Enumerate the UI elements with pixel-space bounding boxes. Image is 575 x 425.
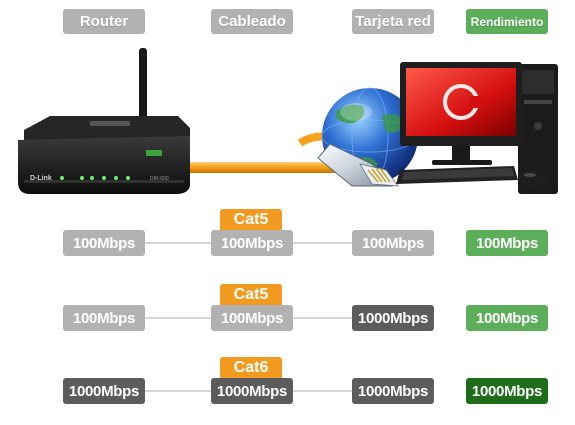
row-3-cabling-speed: 1000Mbps (211, 378, 293, 404)
row-2-nic-speed: 1000Mbps (352, 305, 434, 331)
header-cabling: Cableado (211, 9, 293, 34)
router-image: D-Link DIR-600 (18, 48, 190, 194)
row-3-cable-type-tag: Cat6 (220, 357, 282, 379)
row-2-router-speed: 100Mbps (63, 305, 145, 331)
router-brand: D-Link (30, 175, 52, 182)
desktop-computer-image (396, 62, 558, 194)
row-2-performance: 100Mbps (466, 305, 548, 331)
row-3-performance: 1000Mbps (466, 378, 548, 404)
row-3-router-speed: 1000Mbps (63, 378, 145, 404)
header-performance: Rendimiento (466, 9, 548, 34)
row-1-performance: 100Mbps (466, 230, 548, 256)
row-1-router-speed: 100Mbps (63, 230, 145, 256)
network-illustration: D-Link DIR-600 (18, 48, 558, 194)
rj45-connector-icon (317, 143, 399, 187)
row-1-cabling-speed: 100Mbps (211, 230, 293, 256)
row-2-cabling-speed: 100Mbps (211, 305, 293, 331)
header-nic: Tarjeta red (352, 9, 434, 34)
row-2-cable-type-tag: Cat5 (220, 284, 282, 306)
router-model: DIR-600 (150, 176, 169, 182)
row-1-cable-type-tag: Cat5 (220, 209, 282, 231)
row-3-nic-speed: 1000Mbps (352, 378, 434, 404)
row-1-nic-speed: 100Mbps (352, 230, 434, 256)
header-router: Router (63, 9, 145, 34)
